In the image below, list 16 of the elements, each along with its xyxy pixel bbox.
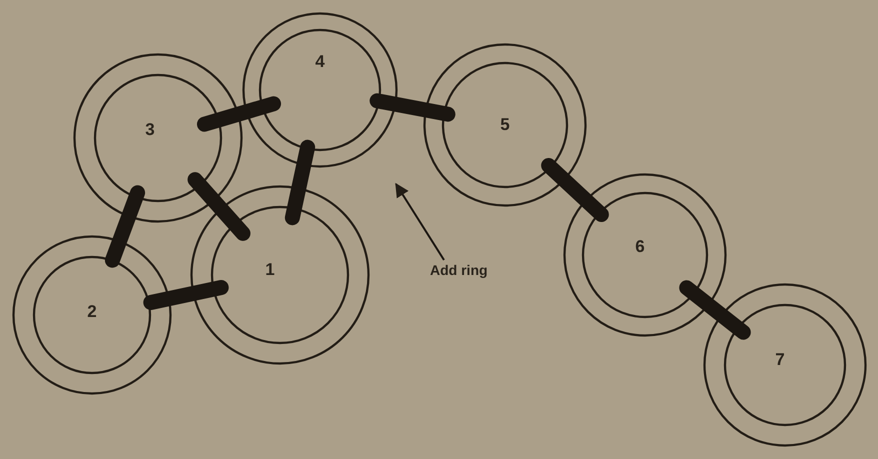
ring bbox=[190, 185, 370, 365]
ring bbox=[12, 235, 172, 395]
annotation-text: Add ring bbox=[430, 262, 488, 278]
ring bbox=[242, 12, 398, 168]
ring-number: 5 bbox=[500, 115, 510, 135]
ring-number: 1 bbox=[265, 260, 275, 280]
ring-number: 2 bbox=[87, 302, 97, 322]
ring bbox=[703, 283, 867, 447]
ring-number: 6 bbox=[635, 237, 645, 257]
ring bbox=[73, 53, 243, 223]
ring-number: 3 bbox=[145, 120, 155, 140]
ring-number: 7 bbox=[775, 350, 785, 370]
ring bbox=[423, 43, 587, 207]
ring bbox=[563, 173, 727, 337]
ring-number: 4 bbox=[315, 52, 325, 72]
arrow bbox=[395, 182, 445, 261]
